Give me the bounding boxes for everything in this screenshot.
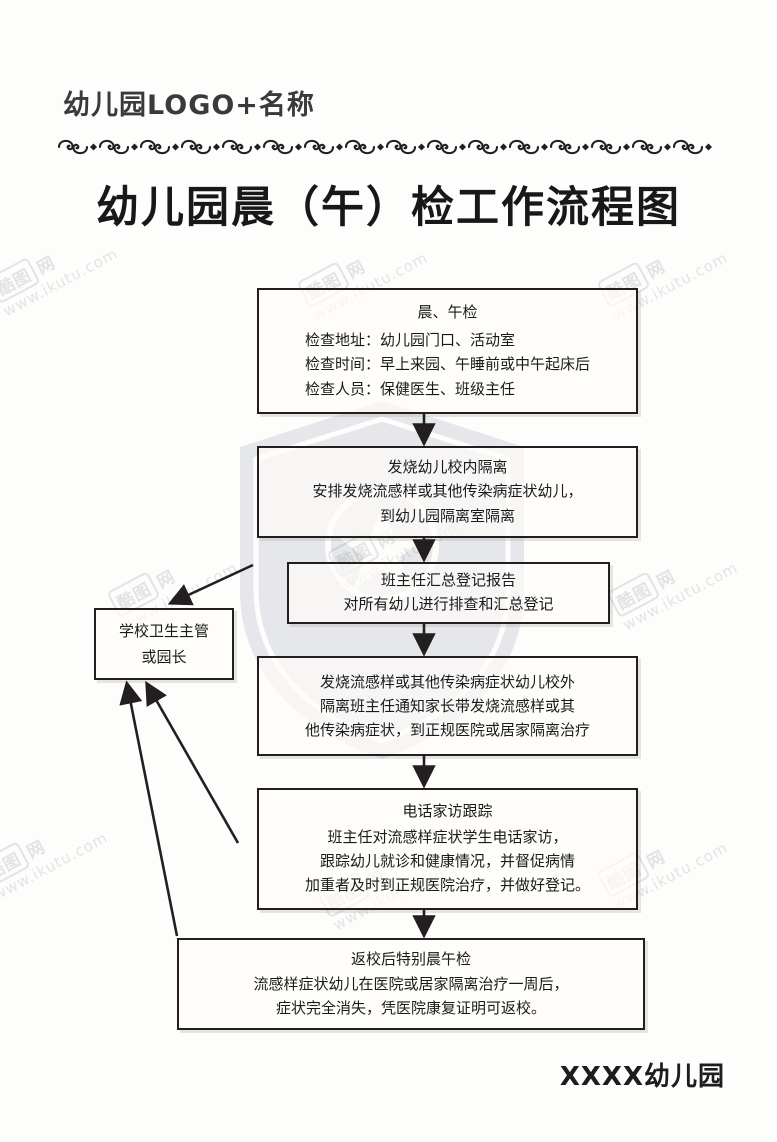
- connector-report-to-admin: [167, 563, 254, 606]
- box-body: 学校卫生主管 或园长: [119, 618, 209, 671]
- box-line: 安排发烧流感样或其他传染病症状幼儿，: [312, 482, 583, 501]
- box-line: 检查地址：幼儿园门口、活动室: [304, 331, 515, 350]
- box-body: 发烧流感样或其他传染病症状幼儿校外 隔离班主任通知家长带发烧流感样或其 他传染病…: [305, 670, 590, 743]
- box-heading: 电话家访跟踪: [402, 802, 493, 821]
- box-line: 检查时间：早上来园、午睡前或中午起床后: [304, 355, 590, 374]
- flow-box-return-check: 返校后特别晨午检 流感样症状幼儿在医院或居家隔离治疗一周后， 症状完全消失，凭医…: [177, 938, 645, 1030]
- box-line: 到幼儿园隔离室隔离: [379, 506, 515, 525]
- box-heading: 返校后特别晨午检: [350, 949, 471, 968]
- box-line: 加重者及时到正规医院治疗，并做好登记。: [304, 876, 590, 895]
- box-line: 对所有幼儿进行排查和汇总登记: [343, 595, 554, 614]
- flow-box-morning-check: 晨、午检 检查地址：幼儿园门口、活动室 检查时间：早上来园、午睡前或中午起床后 …: [257, 288, 638, 414]
- box-body: 流感样症状幼儿在医院或居家隔离治疗一周后， 症状完全消失，凭医院康复证明可返校。: [253, 972, 568, 1021]
- box-line: 班主任对流感样症状学生电话家访，: [327, 827, 568, 846]
- box-body: 安排发烧流感样或其他传染病症状幼儿， 到幼儿园隔离室隔离: [312, 479, 582, 528]
- box-line: 他传染病症状，到正规医院或居家隔离治疗: [304, 721, 590, 740]
- box-heading: 晨、午检: [417, 302, 478, 321]
- connector-return-to-admin: [119, 680, 179, 937]
- box-line: 流感样症状幼儿在医院或居家隔离治疗一周后，: [253, 974, 569, 993]
- box-body: 检查地址：幼儿园门口、活动室 检查时间：早上来园、午睡前或中午起床后 检查人员：…: [305, 328, 590, 401]
- box-line: 或园长: [141, 648, 187, 666]
- connector-phone-to-admin: [145, 680, 240, 844]
- box-line: 症状完全消失，凭医院康复证明可返校。: [275, 999, 546, 1018]
- flow-box-teacher-report: 班主任汇总登记报告 对所有幼儿进行排查和汇总登记: [287, 562, 610, 624]
- box-heading: 班主任汇总登记报告: [380, 571, 516, 590]
- box-line: 发烧流感样或其他传染病症状幼儿校外: [319, 672, 575, 691]
- flow-box-fever-isolate: 发烧幼儿校内隔离 安排发烧流感样或其他传染病症状幼儿， 到幼儿园隔离室隔离: [257, 446, 638, 538]
- flow-box-school-admin: 学校卫生主管 或园长: [94, 608, 234, 680]
- footer-kindergarten-name: XXXX幼儿园: [559, 1062, 725, 1092]
- logo-title: 幼儿园LOGO+名称: [63, 90, 315, 121]
- box-line: 跟踪幼儿就诊和健康情况，并督促病情: [319, 851, 575, 870]
- box-body: 班主任对流感样症状学生电话家访， 跟踪幼儿就诊和健康情况，并督促病情 加重者及时…: [305, 825, 590, 898]
- box-heading: 发烧幼儿校内隔离: [387, 458, 508, 477]
- flow-box-phone-followup: 电话家访跟踪 班主任对流感样症状学生电话家访， 跟踪幼儿就诊和健康情况，并督促病…: [257, 788, 638, 910]
- page-title: 幼儿园晨（午）检工作流程图: [96, 183, 681, 233]
- box-line: 学校卫生主管: [118, 621, 209, 640]
- box-line: 检查人员：保健医生、班级主任: [304, 379, 515, 398]
- flow-box-offsite-isolate: 发烧流感样或其他传染病症状幼儿校外 隔离班主任通知家长带发烧流感样或其 他传染病…: [257, 656, 638, 756]
- box-body: 对所有幼儿进行排查和汇总登记: [343, 592, 553, 616]
- box-line: 隔离班主任通知家长带发烧流感样或其: [319, 696, 575, 715]
- ornamental-flourish-divider-icon: [57, 136, 721, 158]
